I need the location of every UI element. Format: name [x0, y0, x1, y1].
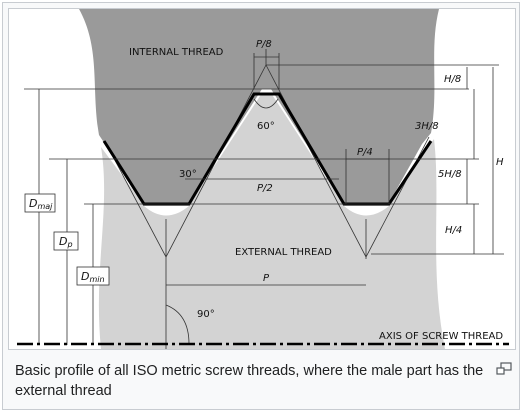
right-angle-arc [165, 304, 190, 345]
diameter-dimension-lines [38, 89, 94, 345]
extension-lines [24, 53, 504, 286]
p4-label: P/4 [357, 147, 373, 158]
external-thread-label: EXTERNAL THREAD [235, 247, 332, 258]
3h8-label: 3H/8 [415, 121, 439, 132]
angle-90-label: 90° [197, 309, 215, 320]
h4-label: H/4 [445, 225, 462, 236]
root-rounding-left [144, 206, 189, 216]
svg-text:Dmin: Dmin [81, 270, 105, 284]
dmaj-base: D [29, 197, 37, 210]
5h8-label: 5H/8 [438, 169, 462, 180]
thread-profile-figure[interactable]: INTERNAL THREAD EXTERNAL THREAD AXIS OF … [8, 8, 516, 350]
p8-label: P/8 [256, 39, 272, 50]
dmaj-label: Dmaj [24, 193, 56, 213]
enlarge-icon[interactable] [496, 361, 512, 375]
angle-30-label: 30° [179, 169, 197, 180]
dmin-sub: min [89, 275, 104, 284]
dmin-base: D [81, 270, 89, 283]
internal-thread-region [79, 9, 439, 203]
p-label: P [263, 273, 270, 284]
enlarge-icon-glyph [496, 362, 512, 375]
internal-thread-label: INTERNAL THREAD [129, 47, 224, 58]
root-rounding-right [344, 206, 389, 216]
p2-label: P/2 [257, 183, 273, 194]
svg-text:Dmaj: Dmaj [29, 197, 53, 211]
dmaj-sub: maj [37, 202, 53, 211]
axis-label: AXIS OF SCREW THREAD [379, 331, 503, 342]
figure-caption: Basic profile of all ISO metric screw th… [15, 363, 484, 399]
dp-sub: p [66, 240, 72, 249]
dp-base: D [59, 235, 67, 248]
angle-60-label: 60° [257, 121, 275, 132]
svg-text:Dp: Dp [59, 235, 73, 249]
thread-profile-diagram: INTERNAL THREAD EXTERNAL THREAD AXIS OF … [17, 9, 509, 349]
image-thumbnail: INTERNAL THREAD EXTERNAL THREAD AXIS OF … [2, 2, 520, 410]
dp-label: Dp [53, 231, 79, 251]
h8-label: H/8 [444, 74, 461, 85]
dmin-label: Dmin [76, 266, 110, 286]
h-label: H [496, 157, 504, 168]
height-dimension-lines [466, 67, 494, 254]
